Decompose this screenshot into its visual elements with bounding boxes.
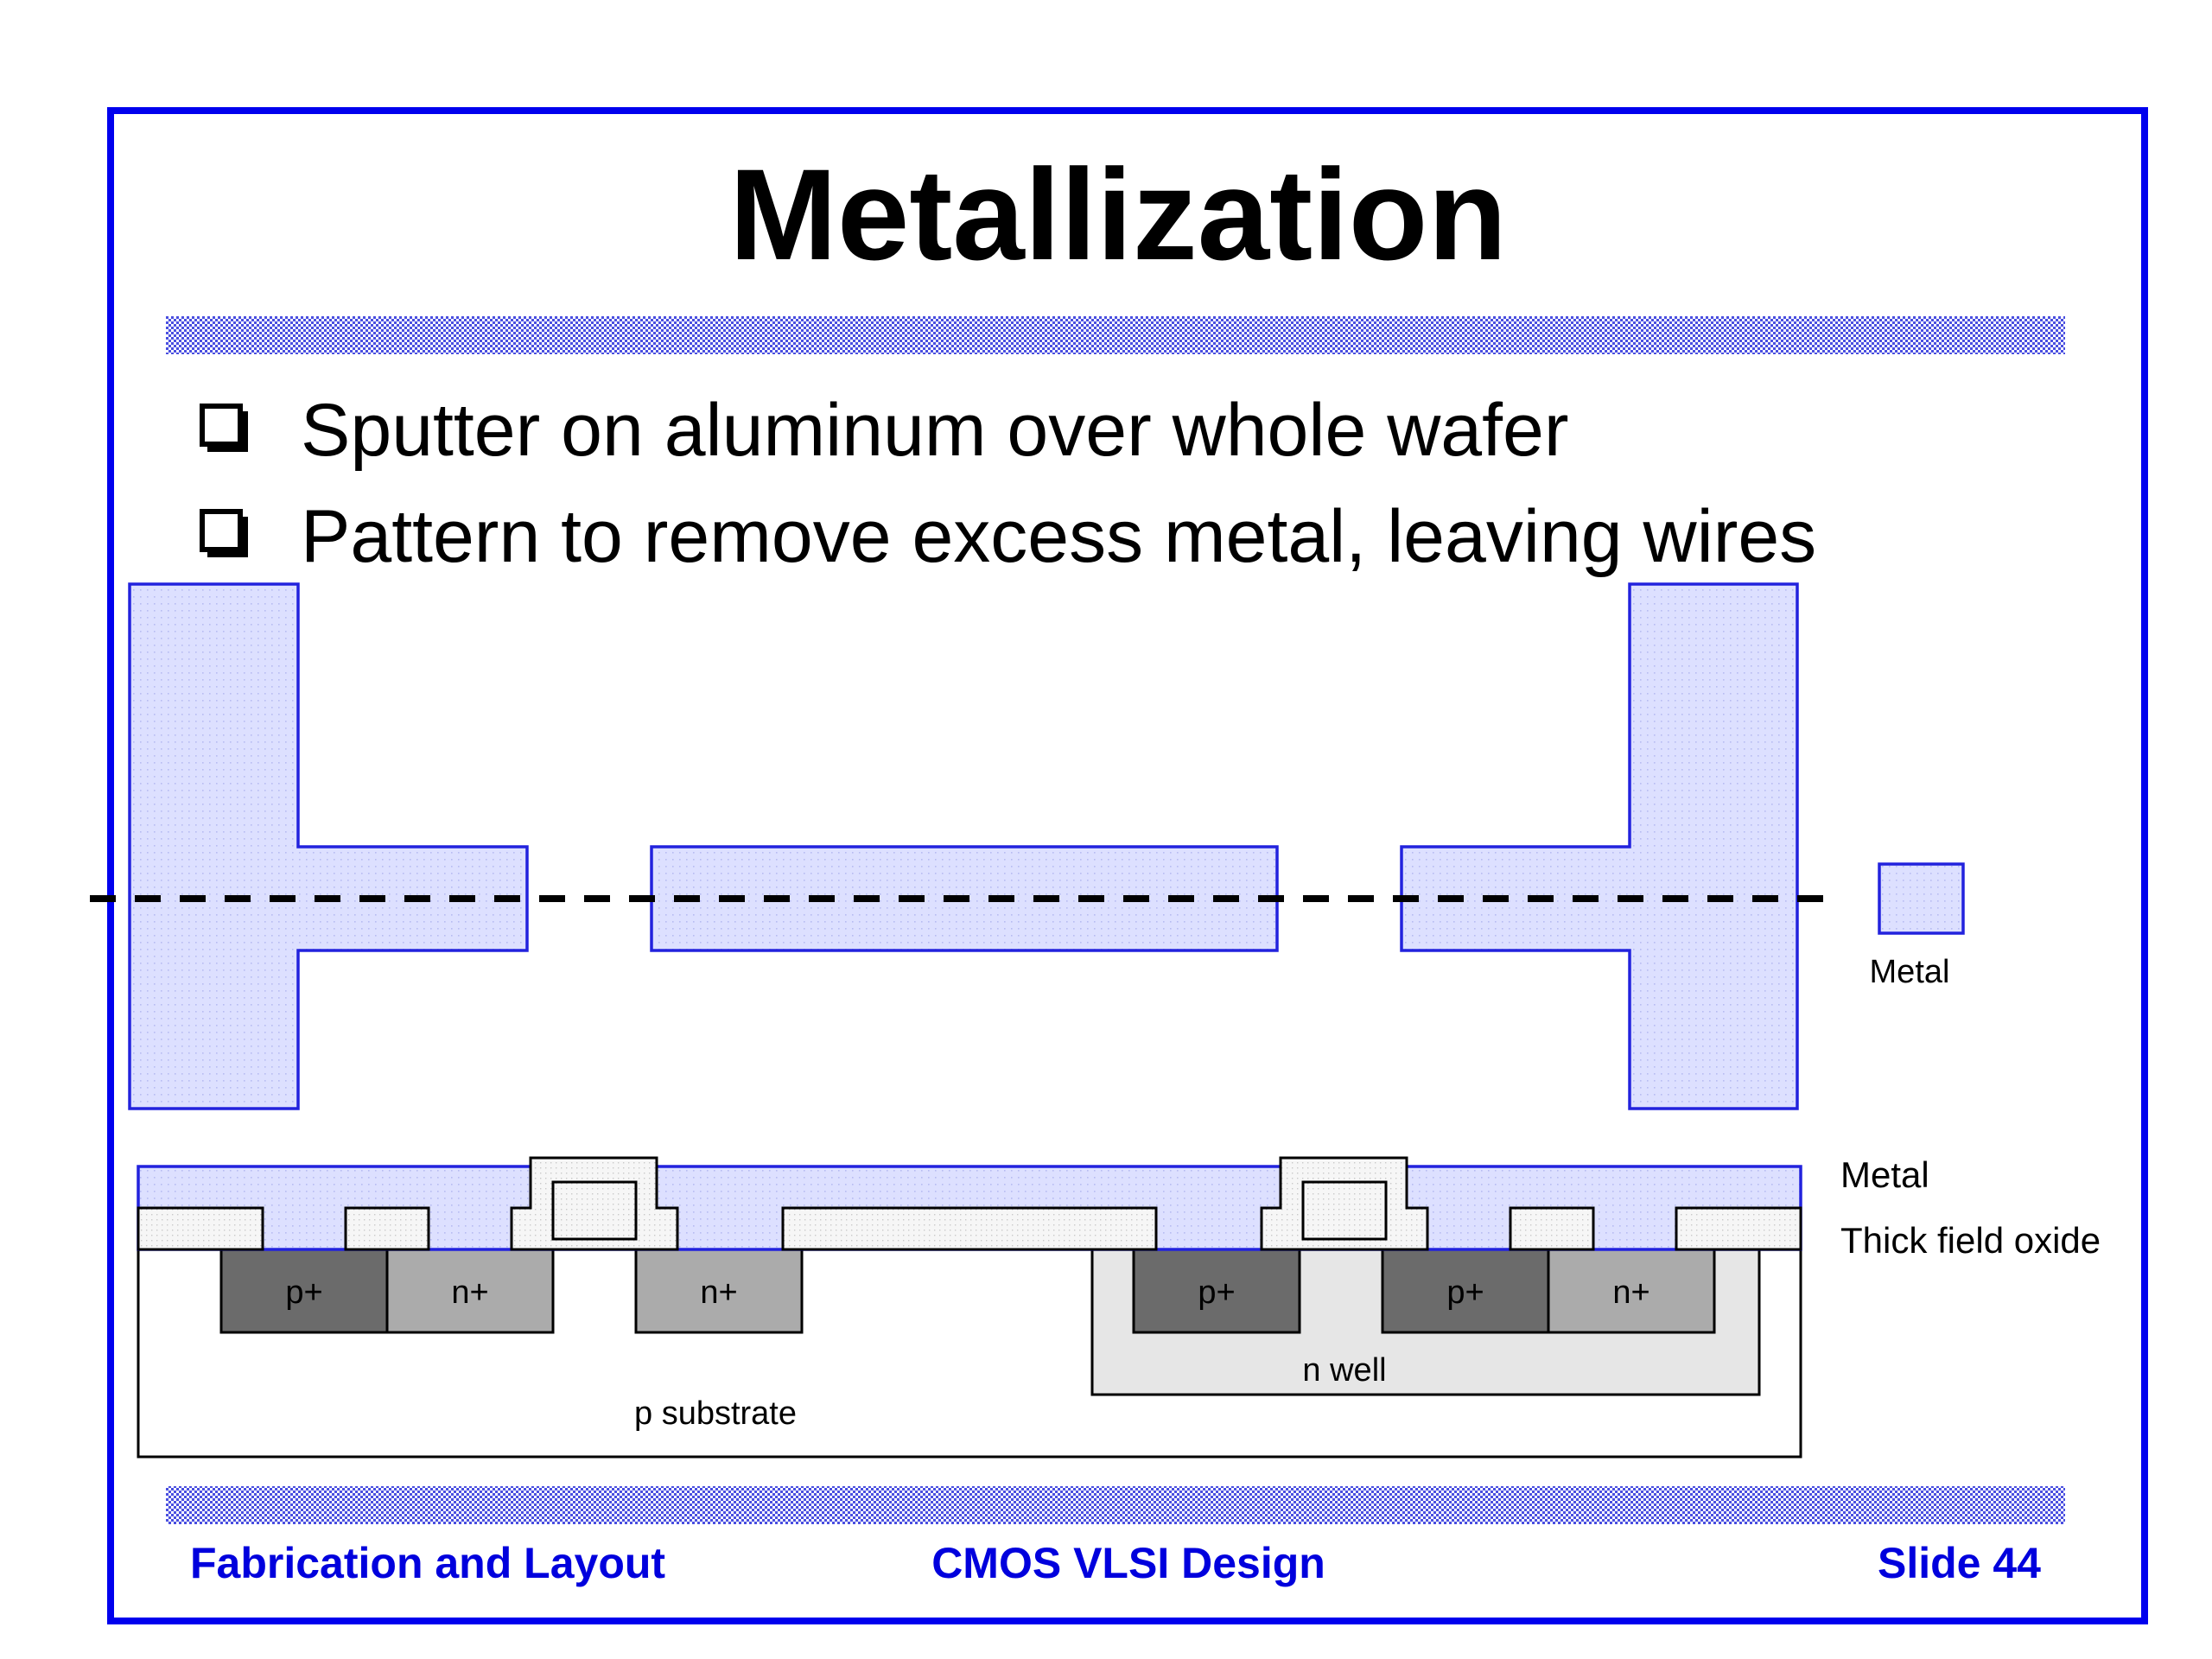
footer-rule	[166, 1486, 2065, 1524]
polysilicon-gate	[1301, 1180, 1388, 1241]
field-oxide	[1675, 1206, 1802, 1251]
checkbox-shadow	[207, 411, 248, 452]
diffusion-label: n+	[700, 1274, 737, 1311]
diffusion-n-plus	[385, 1248, 555, 1334]
field-oxide-legend-label: Thick field oxide	[1840, 1220, 2101, 1261]
bullet-item: Pattern to remove excess metal, leaving …	[200, 495, 1816, 578]
metal-legend-label: Metal	[1840, 1154, 1929, 1195]
footer-right: Slide 44	[1878, 1539, 2041, 1587]
metal-wire-right	[1400, 582, 1799, 1110]
field-oxide	[344, 1206, 430, 1251]
diffusion-n-plus	[1547, 1248, 1716, 1334]
field-oxide	[137, 1206, 264, 1251]
checkbox-shadow	[207, 517, 248, 557]
cross-section: p+ n+ n+ p+ p+ n+ n well p substrate Met…	[137, 1154, 2101, 1459]
diffusion-label: p+	[285, 1274, 322, 1311]
diffusion-n-plus	[634, 1248, 804, 1334]
diffusion-label: n+	[1612, 1274, 1649, 1311]
metal-wire-left	[128, 582, 529, 1110]
p-substrate-label: p substrate	[634, 1395, 797, 1432]
diffusion-p-plus	[219, 1248, 389, 1334]
bullet-item: Sputter on aluminum over whole wafer	[200, 389, 1569, 472]
metal-legend-swatch	[1878, 862, 1965, 935]
footer-left: Fabrication and Layout	[190, 1539, 665, 1587]
footer-center: CMOS VLSI Design	[931, 1539, 1325, 1587]
field-oxide	[781, 1206, 1158, 1251]
diffusion-label: p+	[1446, 1274, 1484, 1311]
diffusion-p-plus	[1132, 1248, 1301, 1334]
metal-legend-label: Metal	[1870, 954, 1950, 990]
page-title: Metallization	[729, 142, 1507, 287]
slide-border	[107, 107, 2148, 1624]
polysilicon-gate	[551, 1180, 638, 1241]
n-well-label: n well	[1302, 1352, 1386, 1389]
layout-view: Metal	[90, 582, 1965, 1110]
diffusion-label: n+	[451, 1274, 488, 1311]
checkbox-bullet-icon	[200, 509, 243, 552]
bullet-list: Sputter on aluminum over whole wafer Pat…	[200, 389, 1816, 578]
diffusion-label: p+	[1198, 1274, 1235, 1311]
checkbox-bullet-icon	[200, 404, 243, 447]
title-rule	[166, 316, 2065, 354]
bullet-text: Sputter on aluminum over whole wafer	[301, 389, 1569, 472]
field-oxide	[1509, 1206, 1595, 1251]
bullet-text: Pattern to remove excess metal, leaving …	[301, 495, 1816, 578]
diffusion-p-plus	[1381, 1248, 1550, 1334]
